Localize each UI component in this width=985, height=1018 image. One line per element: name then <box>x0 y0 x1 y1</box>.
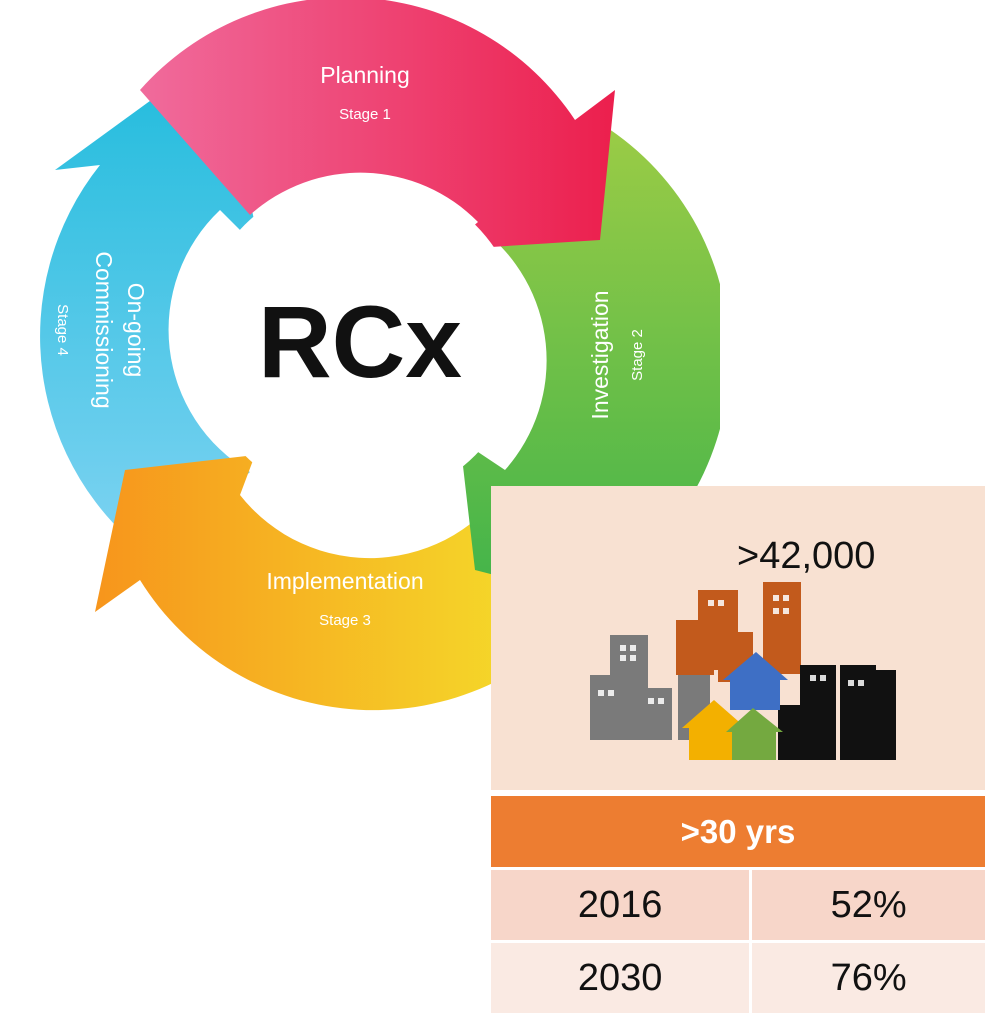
percent-cell: 76% <box>750 941 985 1016</box>
stage3-name: Implementation <box>266 568 423 594</box>
center-label: RCx <box>258 285 462 399</box>
ongoing-commissioning-arrow <box>40 50 260 560</box>
buildings-icon <box>590 582 896 760</box>
stage4-number: Stage 4 <box>54 304 71 356</box>
building-count: >42,000 <box>737 535 876 577</box>
stage2-name: Investigation <box>587 290 613 419</box>
stage3-number: Stage 3 <box>319 612 371 629</box>
age-header: >30 yrs <box>491 796 985 867</box>
stage4-name-line1: On-going <box>123 283 149 378</box>
table-row: 2030 76% <box>491 941 985 1016</box>
implementation-arrow <box>95 455 590 711</box>
year-cell: 2030 <box>491 941 753 1016</box>
stage2-number: Stage 2 <box>629 329 646 381</box>
stage1-number: Stage 1 <box>339 106 391 123</box>
stage1-name: Planning <box>320 62 410 88</box>
planning-arrow <box>140 0 615 250</box>
age-table: 2016 52% 2030 76% <box>491 870 985 1016</box>
center-hub <box>197 177 523 503</box>
table-row: 2016 52% <box>491 870 985 943</box>
year-cell: 2016 <box>491 870 753 943</box>
percent-cell: 52% <box>750 870 985 943</box>
stage4-name-line2: Commissioning <box>91 251 117 408</box>
